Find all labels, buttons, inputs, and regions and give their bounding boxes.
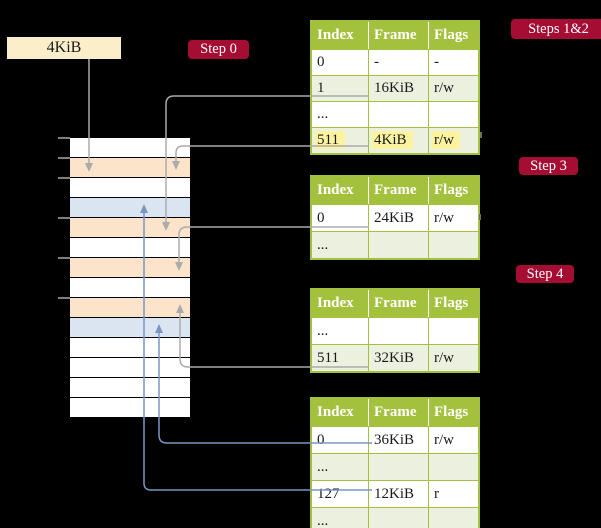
table-row: ... [312,231,478,258]
memory-frame-row [70,378,190,398]
connector-stub [480,132,482,138]
memory-frame-row [70,178,190,198]
table-cell: r/w [428,76,478,101]
address-tick [58,217,70,219]
column-header: Index [317,27,354,43]
table-cell [428,318,478,344]
column-header: Frame [368,177,428,204]
column-header: Index [317,295,354,311]
table-cell [368,318,428,344]
badge-step-4: Step 4 [516,265,574,283]
table-cell [428,508,478,528]
table-cell: ... [317,513,329,528]
table-row: ... [312,101,478,127]
table-row: ... [312,507,478,528]
badge-step-0: Step 0 [188,40,249,59]
table-cell: 511 [317,350,339,366]
memory-frame-row [70,198,190,218]
column-header: Flags [428,22,478,49]
connector-stub [479,214,481,220]
highlighted-value: r/w [432,131,460,149]
badge-steps-1-2: Steps 1&2 [511,19,601,39]
table-row: ... [312,453,478,480]
memory-frame-row [70,358,190,378]
column-header: Frame [368,290,428,317]
table-cell: 32KiB [368,345,428,371]
address-tick [58,297,70,299]
memory-frame-row [70,338,190,358]
table-cell: ... [317,459,329,475]
table-cell: 4KiB [368,128,428,153]
column-header: Index [317,182,354,198]
table-cell: 16KiB [368,76,428,101]
memory-stack [70,138,190,418]
badge-step-3: Step 3 [519,157,578,175]
memory-frame-row [70,158,190,178]
column-header: Flags [428,399,478,426]
highlighted-value: 511 [315,131,345,149]
table-cell: 12KiB [368,481,428,507]
column-header: Flags [428,290,478,317]
highlighted-value: 4KiB [372,131,413,149]
column-header: Flags [428,177,478,204]
table-cell [368,102,428,127]
memory-frame-row [70,238,190,258]
memory-frame-row [70,278,190,298]
memory-frame-row [70,298,190,318]
table-cell [428,232,478,258]
table-cell: 1 [317,80,325,96]
page-size-box: 4KiB [7,37,121,59]
table-cell: 0 [317,432,325,448]
memory-frame-row [70,318,190,338]
table-cell [428,102,478,127]
table-row: 0 -- [312,49,478,75]
table-row: 511 4KiB r/w [312,127,478,153]
address-tick [58,157,70,159]
memory-frame-row [70,258,190,278]
address-tick [58,257,70,259]
memory-frame-row [70,218,190,238]
table-cell: 0 [317,54,325,70]
table-cell: 511 [312,128,368,153]
table-cell [368,454,428,480]
table-cell: 127 [317,486,340,502]
table-row: ... [312,317,478,344]
table-cell: r [428,481,478,507]
table-cell: 36KiB [368,427,428,453]
column-header: Frame [368,399,428,426]
table-cell: - [428,50,478,75]
memory-frame-row [70,398,190,418]
column-header: Index [317,404,354,420]
address-tick [58,177,70,179]
table-cell: ... [317,237,329,253]
table-cell: 24KiB [368,205,428,231]
table-cell [368,508,428,528]
table-cell [428,454,478,480]
table-cell: r/w [428,427,478,453]
table-cell: ... [317,323,329,339]
table-cell: ... [317,106,329,122]
table-cell [368,232,428,258]
address-tick [58,137,70,139]
table-cell: r/w [428,345,478,371]
memory-frame-row [70,138,190,158]
table-cell: - [368,50,428,75]
table-cell: r/w [428,205,478,231]
table-cell: r/w [428,128,478,153]
column-header: Frame [368,22,428,49]
table-cell: 0 [317,210,325,226]
